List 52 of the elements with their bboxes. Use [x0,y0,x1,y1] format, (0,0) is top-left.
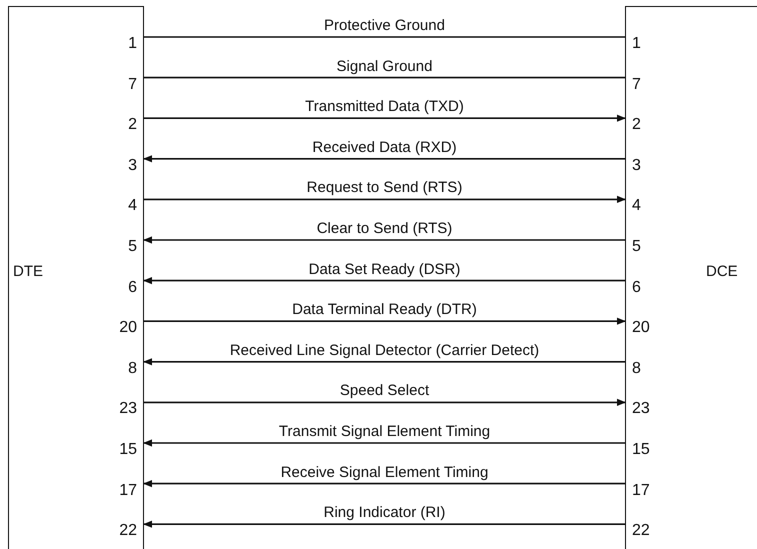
edge-label: Ring Indicator (RI) [322,504,448,522]
signal-arrow [143,398,626,406]
pin-number: 15 [626,439,666,461]
pin-number: 4 [626,195,666,218]
signal-arrow [143,318,626,325]
pin-number: 23 [626,398,666,420]
pin-number: 3 [626,154,666,177]
signal-arrow [143,358,626,366]
pin-number: 6 [626,276,666,299]
signal-arrow [143,480,626,488]
edge-label: Clear to Send (RTS) [314,220,454,237]
signal-arrow [143,439,626,447]
pin-number: 6 [103,276,143,299]
device-label: DCE [706,263,738,280]
signal-arrow [143,155,626,162]
edge-label: Speed Select [338,382,432,400]
edge-label: Data Terminal Ready (DTR) [290,301,479,318]
pin-number: 23 [103,398,143,420]
pin-number: 8 [626,358,666,380]
pin-number: 22 [103,520,143,542]
pin-number: 7 [103,74,143,96]
signal-arrow [143,520,626,528]
pin-number: 7 [626,74,666,96]
pin-number: 8 [103,358,143,380]
pin-number: 20 [626,317,666,340]
signal-line [143,36,626,38]
pin-number: 17 [103,480,143,502]
signal-arrow [143,114,626,122]
device-box [8,6,144,549]
signal-arrow [143,277,626,284]
pin-number: 1 [103,33,143,55]
pin-number: 1 [626,33,666,55]
pin-number: 15 [103,439,143,461]
pin-number: 17 [626,480,666,502]
pin-number: 2 [103,114,143,136]
edge-label: Receive Signal Element Timing [278,464,490,481]
signal-arrow [143,236,626,244]
pin-number: 2 [626,114,666,136]
device-label: DTE [13,263,43,280]
pin-number: 22 [626,520,666,542]
edge-label: Request to Send (RTS) [304,179,464,196]
signal-arrow [143,196,626,203]
edge-label: Transmit Signal Element Timing [276,423,492,440]
edge-label: Data Set Ready (DSR) [306,260,462,278]
pin-number: 5 [626,236,666,258]
pin-number: 20 [103,317,143,340]
pin-number: 3 [103,154,143,177]
pin-number: 5 [103,236,143,258]
signal-line [143,76,626,78]
pin-number: 4 [103,195,143,218]
edge-label: Transmitted Data (TXD) [303,98,466,116]
edge-label: Signal Ground [334,58,434,75]
